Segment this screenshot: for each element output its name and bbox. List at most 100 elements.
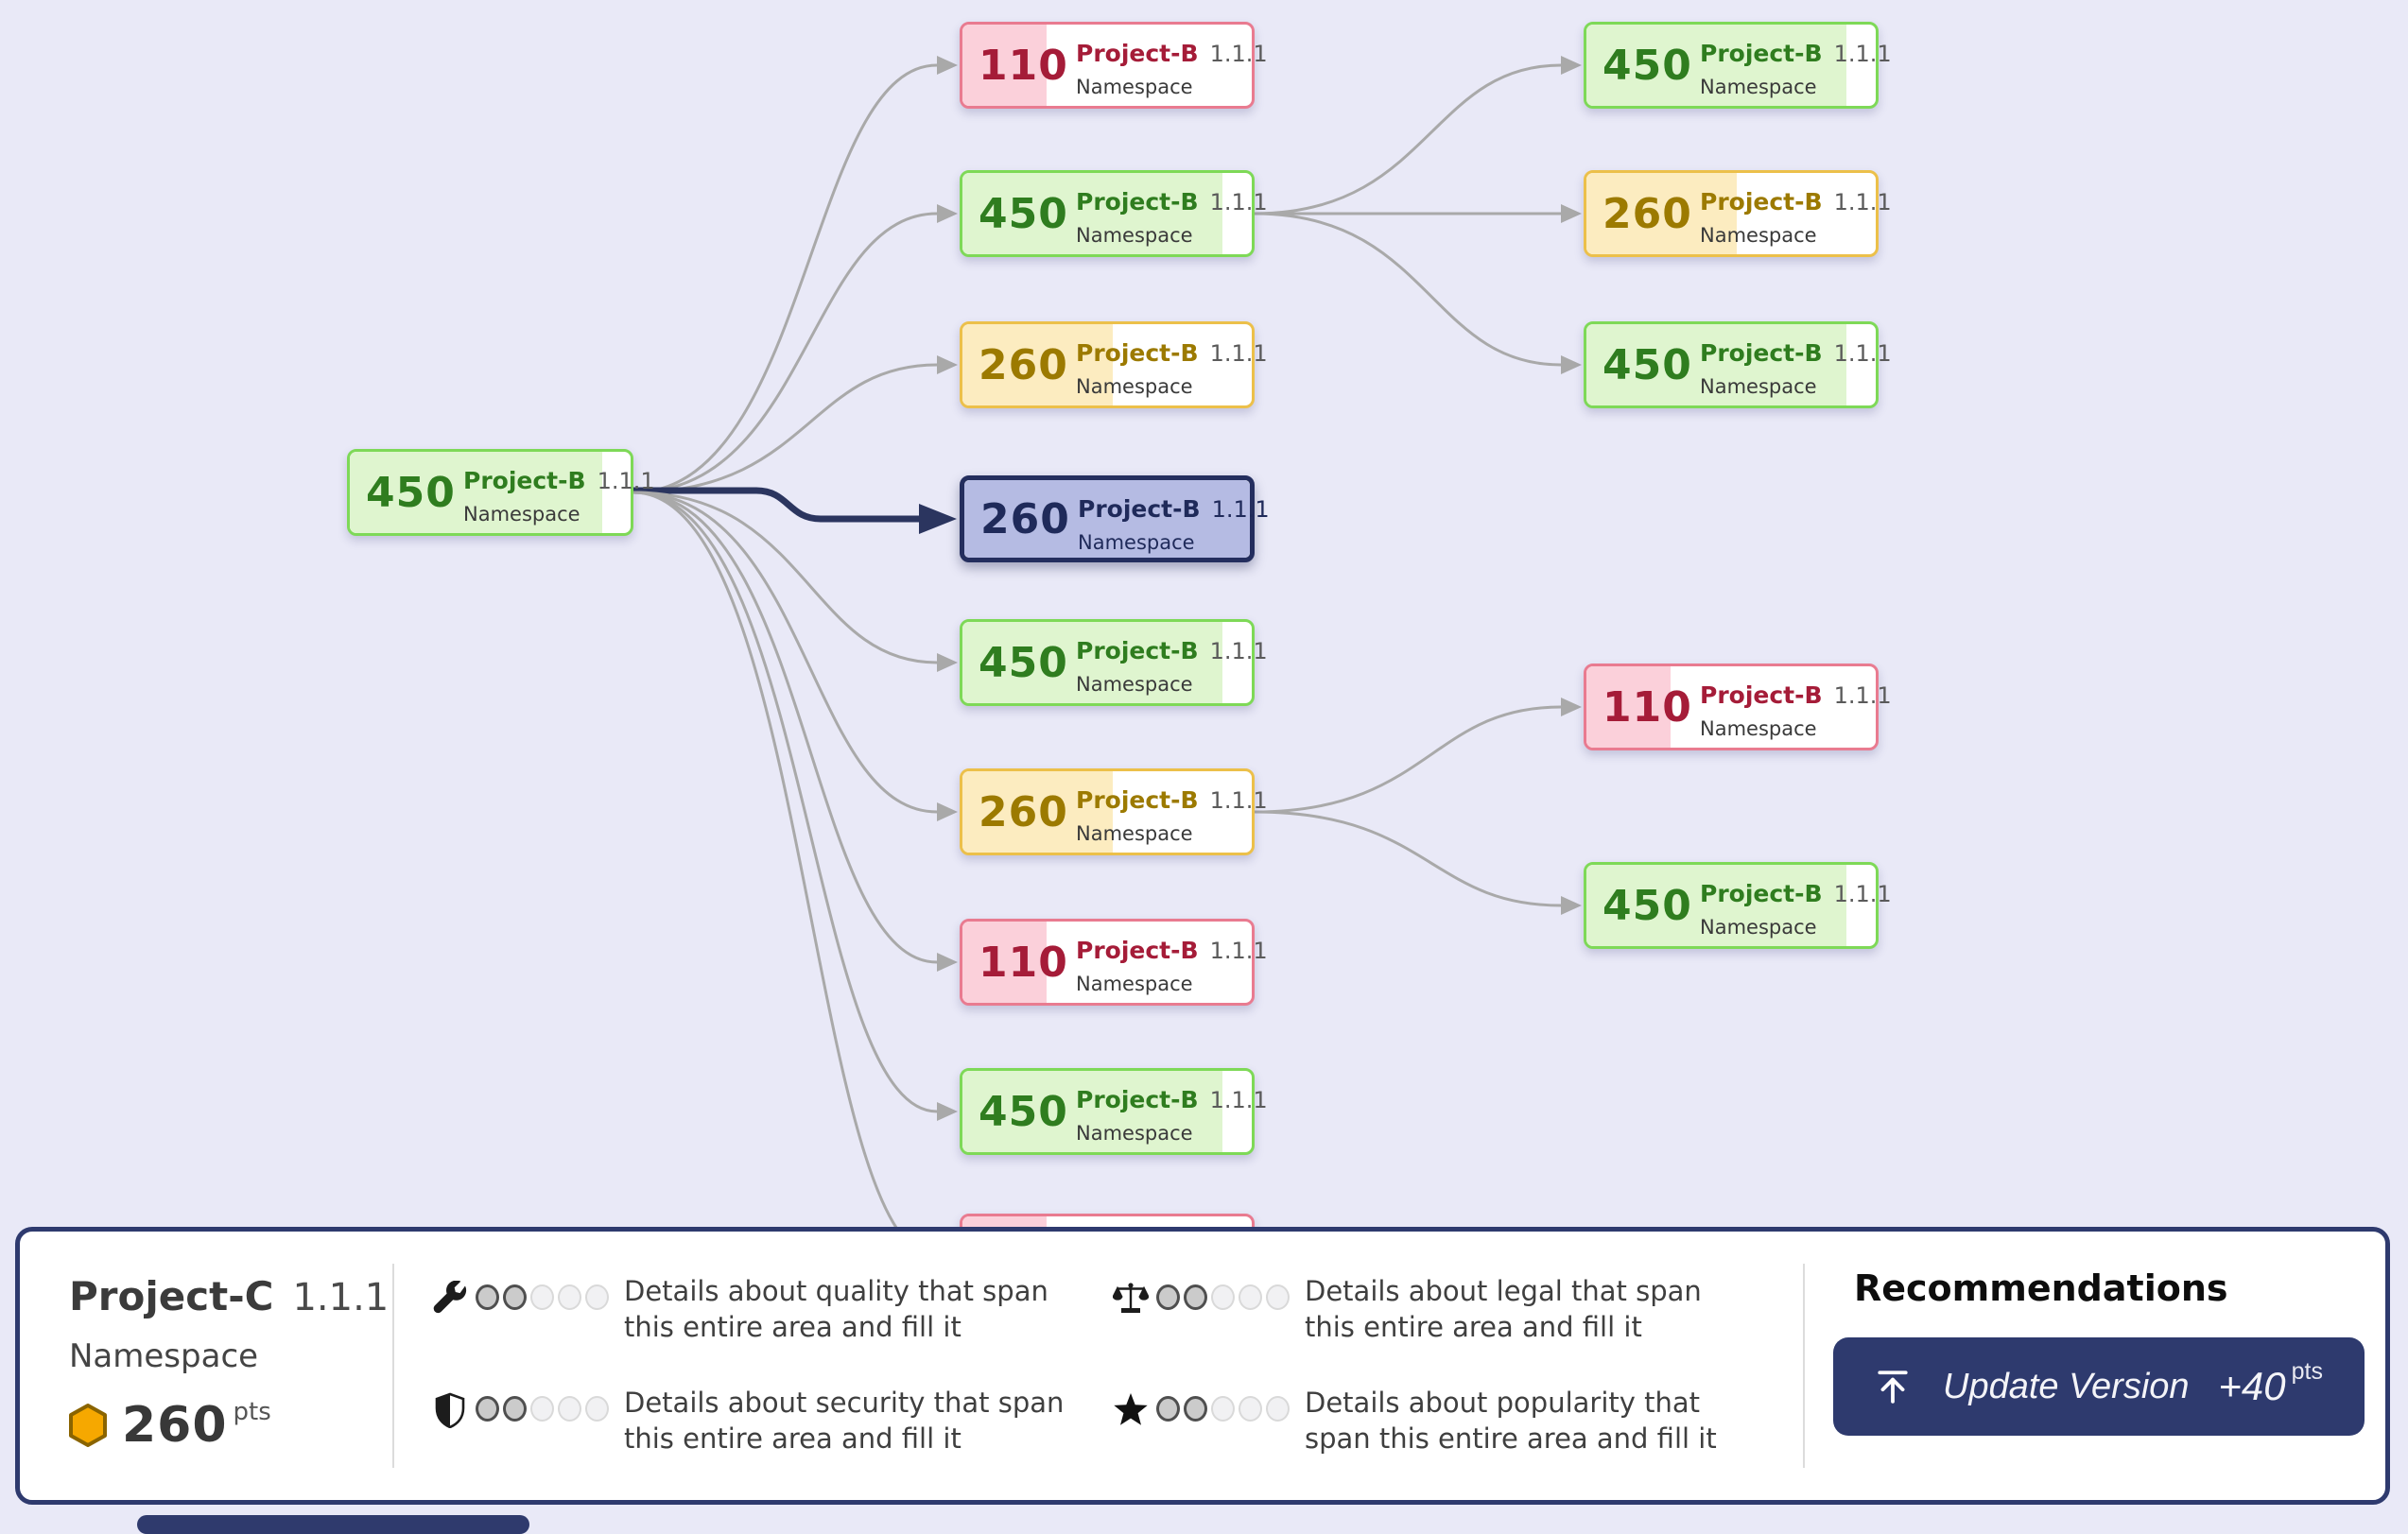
score-fillbar [962, 25, 1047, 106]
rating-dot [530, 1396, 554, 1422]
popularity-dots [1156, 1396, 1290, 1422]
edge-root-n3 [632, 355, 958, 494]
update-button-points-unit: pts [2291, 1357, 2323, 1385]
node-score: 260 [1602, 189, 1692, 238]
score-fillbar [350, 452, 603, 533]
edge-root-n6 [632, 491, 958, 821]
node-package-name: Project-B [1076, 637, 1199, 664]
node-score: 450 [366, 468, 456, 517]
node-package-version: 1.1.1 [1833, 881, 1892, 907]
rating-dot [1184, 1396, 1207, 1422]
node-package-version: 1.1.1 [1209, 638, 1268, 664]
node-package-name: Project-B [1076, 188, 1199, 215]
score-fillbar [962, 173, 1223, 254]
scales-icon [1113, 1283, 1149, 1313]
panel-package-version: 1.1.1 [292, 1276, 390, 1319]
node-namespace: Namespace [1700, 224, 1817, 247]
node-package-name: Project-B [1076, 1086, 1199, 1113]
node-package-version: 1.1.1 [1209, 41, 1268, 67]
node-package-version: 1.1.1 [1833, 340, 1892, 367]
score-fillbar [1586, 324, 1847, 405]
rating-dot [476, 1284, 499, 1310]
update-button-points: +40 [2218, 1364, 2286, 1408]
rating-dot [558, 1396, 581, 1422]
rating-dot [476, 1396, 499, 1422]
rating-dot [1266, 1396, 1290, 1422]
node-namespace: Namespace [1076, 375, 1193, 398]
score-fillbar [1586, 25, 1847, 106]
node-package-version: 1.1.1 [1211, 496, 1270, 523]
legal-dots [1156, 1284, 1290, 1310]
node-namespace: Namespace [1700, 717, 1817, 740]
rating-dot [503, 1396, 527, 1422]
score-fillbar [962, 922, 1047, 1003]
rating-dot [1266, 1284, 1290, 1310]
panel-points-unit: pts [233, 1398, 271, 1426]
horizontal-scrollbar-thumb[interactable] [137, 1515, 529, 1534]
rating-dot [1184, 1284, 1207, 1310]
score-fillbar [1586, 865, 1847, 946]
update-version-button[interactable]: Update Version +40 pts [1833, 1337, 2365, 1436]
node-namespace: Namespace [1076, 76, 1193, 98]
update-button-label: Update Version [1943, 1366, 2190, 1406]
node-score: 260 [979, 340, 1068, 389]
score-fillbar [962, 622, 1223, 703]
rating-dot [1211, 1396, 1235, 1422]
rating-dot [503, 1284, 527, 1310]
quality-dots [476, 1284, 609, 1310]
node-package-version: 1.1.1 [1209, 189, 1268, 215]
node-package-name: Project-B [1700, 40, 1823, 67]
panel-points-value: 260 [122, 1397, 228, 1454]
node-package-name: Project-B [1700, 681, 1823, 709]
node-package-version: 1.1.1 [1209, 340, 1268, 367]
node-score: 450 [1602, 340, 1692, 389]
node-score: 450 [979, 189, 1068, 238]
rating-dot [1156, 1284, 1180, 1310]
node-score: 110 [979, 41, 1068, 90]
node-namespace: Namespace [1700, 916, 1817, 939]
score-fillbar [1586, 666, 1671, 748]
score-fillbar [1586, 173, 1738, 254]
node-package-version: 1.1.1 [1209, 938, 1268, 964]
rating-dot [1239, 1396, 1262, 1422]
score-fillbar [964, 480, 1250, 558]
edge-root-n1 [632, 56, 958, 494]
node-score: 450 [979, 638, 1068, 687]
node-package-version: 1.1.1 [1209, 1087, 1268, 1113]
node-score: 450 [1602, 881, 1692, 930]
panel-package-name: Project-C [69, 1273, 274, 1319]
edge-root-n8 [632, 491, 958, 1121]
node-score: 260 [979, 787, 1068, 836]
node-package-name: Project-B [463, 467, 586, 494]
